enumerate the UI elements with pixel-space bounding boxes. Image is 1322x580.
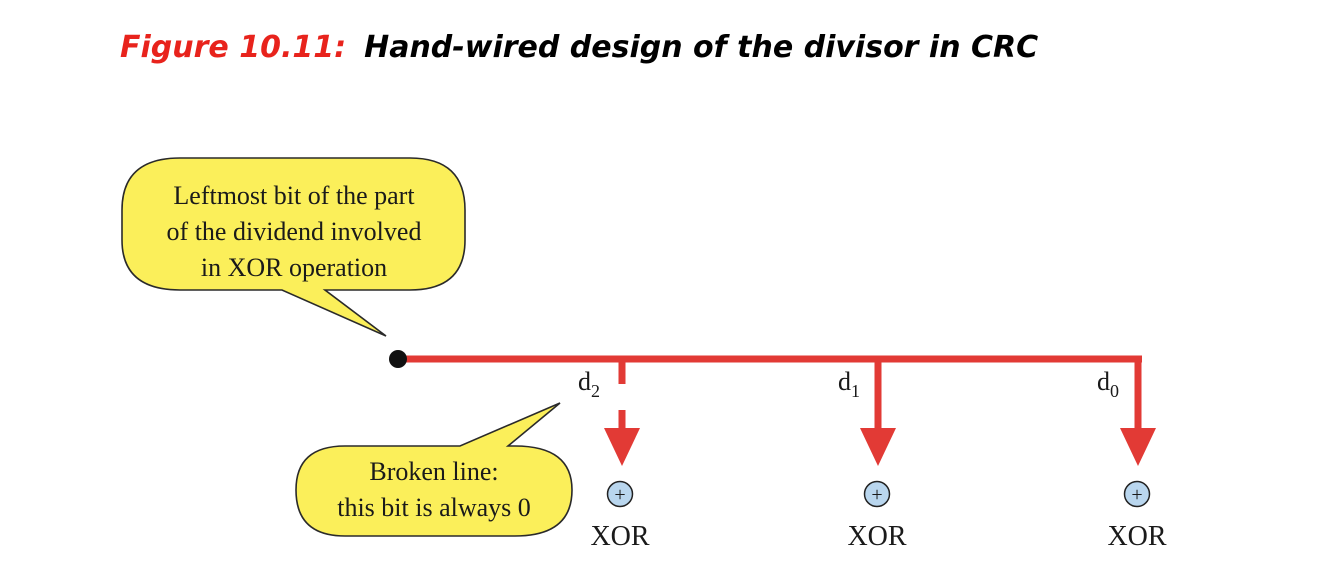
figure-label: Figure 10.11:: [120, 30, 347, 65]
figure-title: Figure 10.11: Hand-wired design of the di…: [120, 30, 1038, 65]
tap-d2-arrowhead: [604, 428, 640, 466]
xor-plus-symbol: +: [1131, 484, 1142, 506]
tap-d1: d1 + XOR: [838, 356, 907, 552]
bottom-callout-line-1: Broken line:: [369, 457, 498, 486]
bottom-callout: Broken line: this bit is always 0: [295, 402, 573, 537]
main-wire: [389, 350, 1142, 368]
tap-d2: d2 + XOR: [578, 356, 650, 552]
top-callout: Leftmost bit of the part of the dividend…: [121, 157, 466, 337]
xor-icon: [1123, 480, 1151, 508]
tap-d1-label: d1: [838, 367, 860, 401]
tap-d2-xor-label: XOR: [590, 521, 649, 552]
xor-icon: [863, 480, 891, 508]
xor-plus-symbol: +: [614, 484, 625, 506]
top-callout-line-2: of the dividend involved: [167, 217, 422, 246]
tap-d2-label: d2: [578, 367, 600, 401]
top-callout-balloon: [121, 157, 466, 337]
bottom-callout-balloon: [295, 402, 573, 537]
top-callout-line-1: Leftmost bit of the part: [173, 181, 415, 210]
tap-d1-arrowhead: [860, 428, 896, 466]
xor-icon: [606, 480, 634, 508]
leftmost-bit-dot: [389, 350, 407, 368]
bottom-callout-line-2: this bit is always 0: [337, 493, 531, 522]
figure-caption: Hand-wired design of the divisor in CRC: [364, 30, 1039, 65]
xor-plus-symbol: +: [871, 484, 882, 506]
tap-d0-arrowhead: [1120, 428, 1156, 466]
tap-d1-xor-label: XOR: [847, 521, 906, 552]
tap-d0-label: d0: [1097, 367, 1119, 401]
tap-d0: d0 + XOR: [1097, 356, 1167, 552]
tap-d0-xor-label: XOR: [1107, 521, 1166, 552]
top-callout-line-3: in XOR operation: [201, 253, 387, 282]
